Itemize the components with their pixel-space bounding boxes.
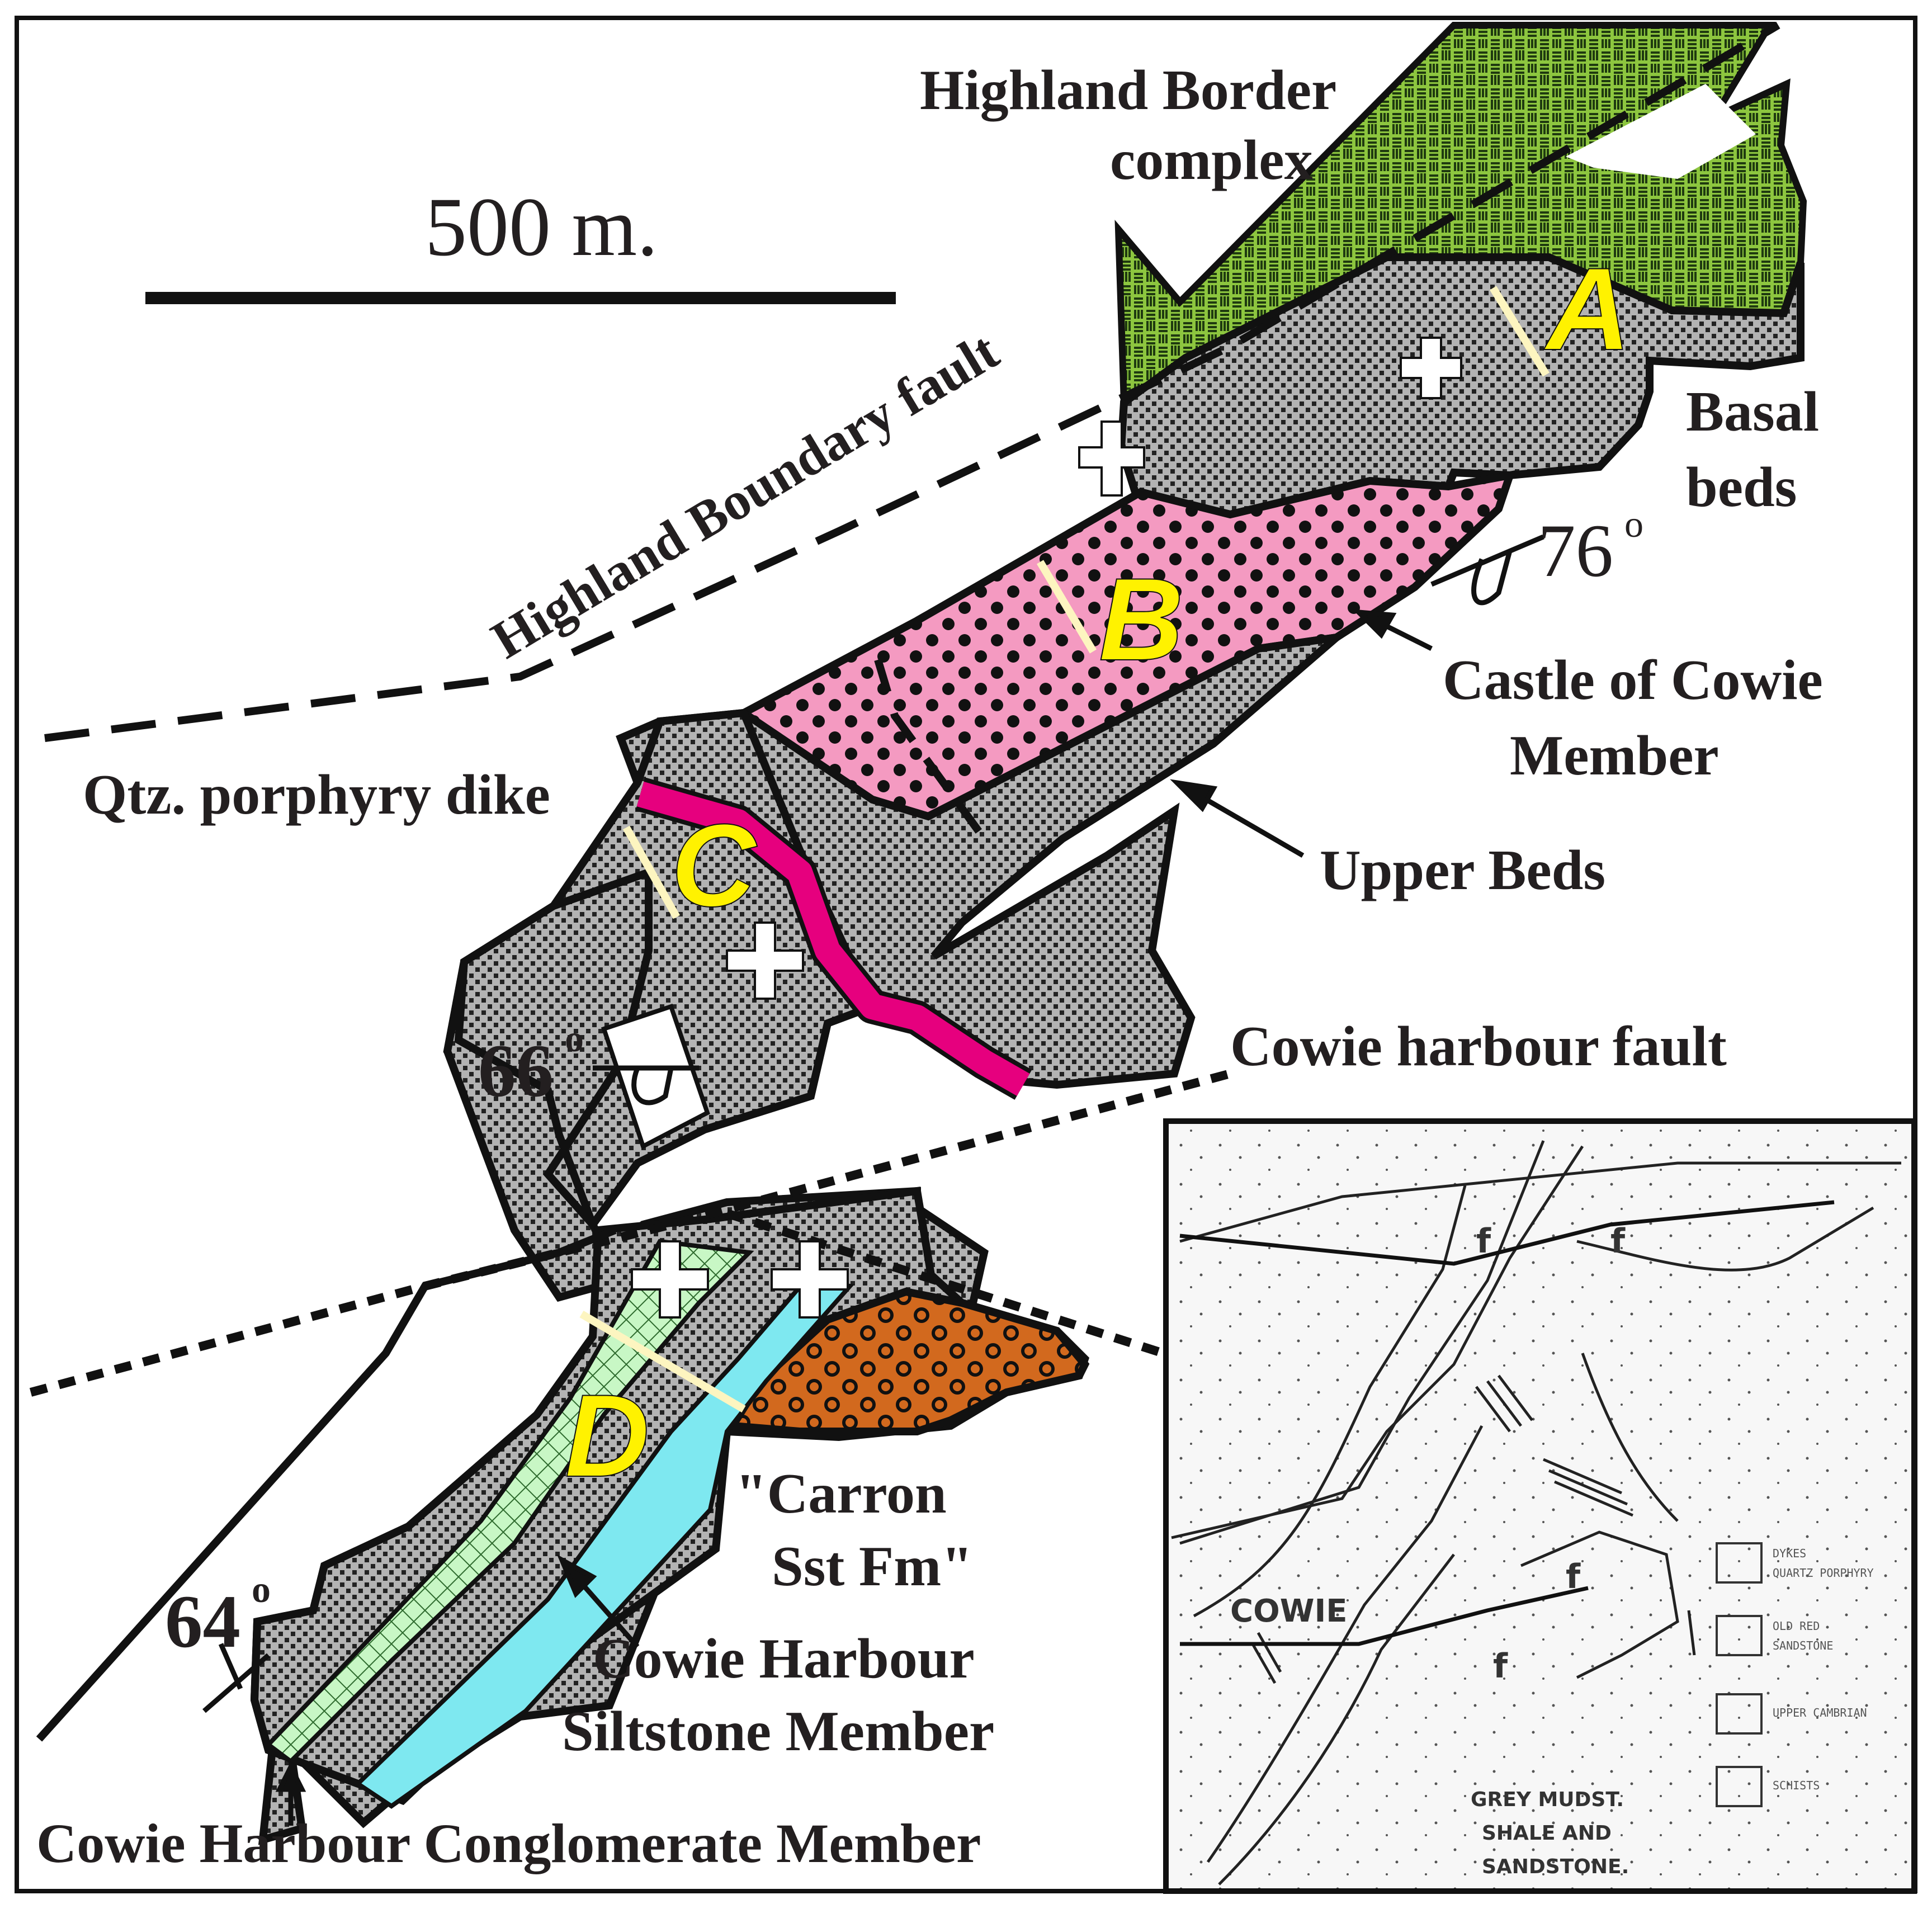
scale-bar-label: 500 m.: [425, 181, 658, 273]
label-upper-beds: Upper Beds: [1320, 839, 1605, 902]
inset-fault-mark-2: f: [1610, 1222, 1626, 1261]
inset-bottom-2: SHALE AND: [1482, 1822, 1612, 1845]
coastline-west: [36, 1226, 617, 1742]
inset-legend-3: OLD RED: [1773, 1619, 1820, 1633]
cowie-harbour-conglomerate-unit: [264, 1239, 754, 1765]
inset-town-label: COWIE: [1230, 1593, 1348, 1629]
inset-bottom-3: SANDSTONE.: [1482, 1855, 1629, 1878]
section-lines: [579, 286, 1550, 1413]
inset-fault-mark-1: f: [1476, 1222, 1491, 1261]
label-siltstone-2: Siltstone Member: [562, 1700, 994, 1763]
carron-sandstone-unit: [725, 1287, 1090, 1435]
inset-legend-5: UPPER CAMBRIAN: [1773, 1706, 1867, 1719]
section-letter-d: D: [565, 1370, 650, 1501]
dip-64-value: 64: [165, 1580, 240, 1664]
inset-legend-2: QUARTZ PORPHYRY: [1773, 1566, 1874, 1580]
highland-boundary-fault-line: [44, 21, 1780, 742]
dip-64-degree: o: [252, 1568, 271, 1610]
inset-legend-1: DYKES: [1773, 1547, 1806, 1560]
leader-arrows: [275, 609, 1433, 1826]
historic-inset-map: DYKES QUARTZ PORPHYRY OLD RED SANDSTONE …: [1163, 1118, 1917, 1894]
label-basal-2: beds: [1686, 456, 1797, 519]
dip-76-degree: o: [1624, 503, 1643, 545]
dip-66-value: 66: [478, 1029, 554, 1113]
dip-66-degree: o: [565, 1017, 584, 1060]
fold-axis-crosses: [631, 337, 1462, 1319]
dip-symbol-66: [593, 1065, 699, 1105]
label-cowie-harbour-fault: Cowie harbour fault: [1230, 1015, 1727, 1078]
label-siltstone-1: Cowie Harbour: [593, 1627, 975, 1690]
label-conglomerate: Cowie Harbour Conglomerate Member: [36, 1812, 981, 1874]
label-highland-border-2: complex: [1110, 129, 1313, 192]
section-letter-b: B: [1099, 554, 1184, 685]
inset-fault-mark-3: f: [1566, 1557, 1581, 1596]
section-letter-c: C: [671, 800, 758, 931]
label-highland-border-1: Highland Border: [920, 59, 1336, 122]
inset-legend-4: SANDSTONE: [1773, 1639, 1833, 1652]
dip-symbol-76: [1430, 534, 1544, 606]
label-carron-1: "Carron: [735, 1462, 947, 1525]
minor-fault-dashed: [874, 658, 988, 842]
inset-bottom-1: GREY MUDST.: [1471, 1788, 1624, 1811]
label-qtz-dike: Qtz. porphyry dike: [83, 763, 550, 826]
inset-fault-mark-4: f: [1493, 1647, 1508, 1686]
section-letter-a: A: [1543, 243, 1631, 375]
cowie-harbour-siltstone-unit: [354, 1278, 855, 1809]
dip-symbol-64: [202, 1643, 270, 1713]
label-castle-2: Member: [1510, 724, 1719, 787]
label-carron-2: Sst Fm": [772, 1535, 973, 1598]
cowie-harbour-fault-east: [725, 1209, 1165, 1358]
dip-76-value: 76: [1538, 509, 1613, 593]
label-basal-1: Basal: [1686, 380, 1819, 443]
label-castle-1: Castle of Cowie: [1443, 649, 1823, 712]
inset-legend-6: SCHISTS: [1773, 1779, 1820, 1792]
